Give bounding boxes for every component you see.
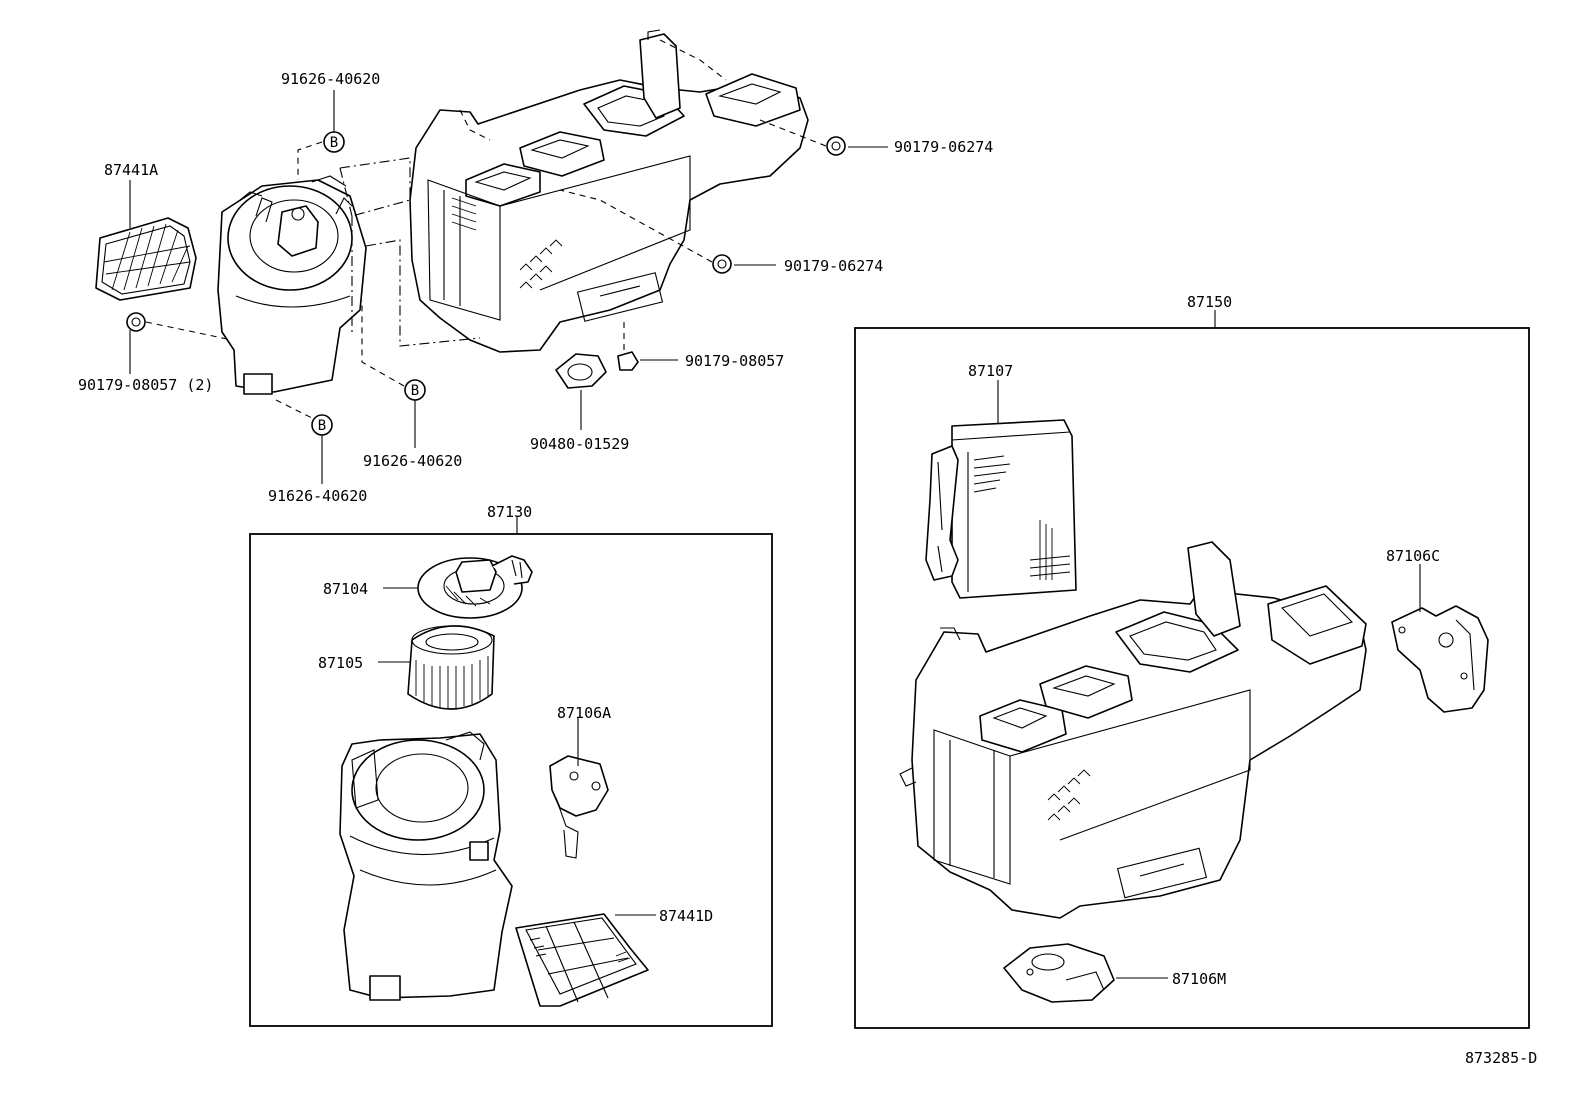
nut-90179-08057-2-illustration	[126, 312, 146, 332]
servo-motor-87106a-illustration	[549, 755, 609, 859]
label-87104: 87104	[323, 580, 368, 598]
label-87106m: 87106M	[1172, 970, 1226, 988]
bolt-marker-b-top: B	[323, 131, 345, 153]
svg-text:B: B	[330, 135, 338, 151]
label-90179-06274-lower: 90179-06274	[784, 257, 883, 275]
nut-90179-06274-lower-illustration	[712, 254, 732, 274]
bracket-87106c-illustration	[1391, 605, 1489, 713]
group-87130-blower-assembly	[249, 517, 773, 1027]
label-87150: 87150	[1187, 293, 1232, 311]
blower-to-case-alignment-outline	[339, 157, 481, 347]
bolt-marker-b-mid: B	[404, 379, 426, 401]
group-87150-ac-unit-assembly	[854, 310, 1530, 1029]
blower-motor-87104-illustration	[417, 555, 533, 619]
nut-90179-06274-upper-illustration	[826, 136, 846, 156]
label-90179-06274-upper: 90179-06274	[894, 138, 993, 156]
label-90480-01529: 90480-01529	[530, 435, 629, 453]
label-91626-40620-bottom: 91626-40620	[268, 487, 367, 505]
figure-number: 873285-D	[1465, 1049, 1537, 1067]
top-heater-unit-assembly: B B B	[95, 29, 888, 484]
label-91626-40620-mid: 91626-40620	[363, 452, 462, 470]
label-87441d: 87441D	[659, 907, 713, 925]
svg-text:B: B	[411, 383, 419, 399]
filter-87441d-illustration	[515, 913, 649, 1007]
label-87107: 87107	[968, 362, 1013, 380]
blower-fan-87105-illustration	[407, 625, 495, 710]
blower-case-lower-illustration	[339, 731, 513, 1001]
servo-motor-87106m-illustration	[1003, 943, 1115, 1003]
blower-housing-top-illustration	[217, 175, 367, 395]
grommet-90480-01529-illustration	[555, 353, 607, 389]
label-87441a: 87441A	[104, 161, 158, 179]
ac-unit-case-87150-illustration	[899, 541, 1367, 919]
bolt-marker-b-bottom: B	[311, 414, 333, 436]
svg-text:B: B	[318, 418, 326, 434]
ac-unit-case-top-illustration	[409, 29, 809, 353]
label-87105: 87105	[318, 654, 363, 672]
label-90179-08057: 90179-08057	[685, 352, 784, 370]
evaporator-87107-illustration	[925, 419, 1077, 599]
label-91626-40620-top: 91626-40620	[281, 70, 380, 88]
label-90179-08057-2: 90179-08057 (2)	[78, 376, 213, 394]
label-87130: 87130	[487, 503, 532, 521]
label-87106c: 87106C	[1386, 547, 1440, 565]
label-87106a: 87106A	[557, 704, 611, 722]
air-filter-87441a-illustration	[95, 217, 197, 301]
nut-90179-08057-illustration	[617, 351, 639, 371]
